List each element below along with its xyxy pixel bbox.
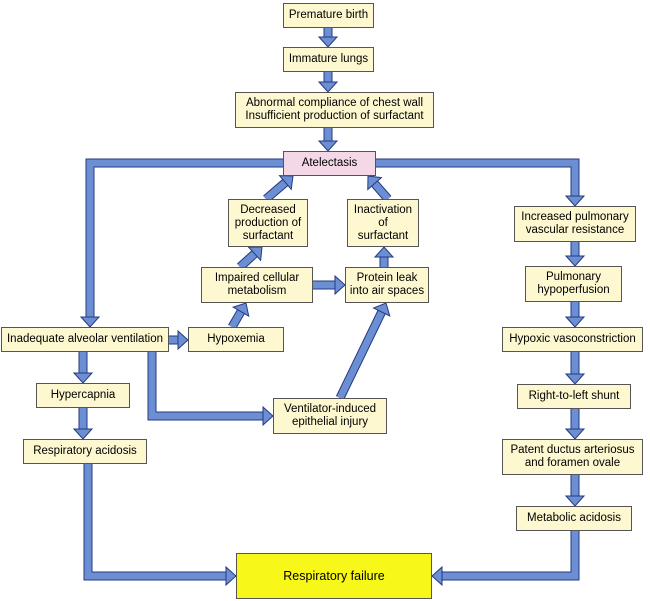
arrow-leak-to-inactivation: [373, 246, 395, 267]
arrow-atelectasis-to-inadequate: [79, 158, 283, 328]
arrow-hypercapnia-to-acidosis: [72, 408, 94, 440]
arrow-ventilation-to-hypoxemia: [169, 329, 189, 351]
node-protein-leak: Protein leak into air spaces: [345, 267, 429, 303]
node-inadequate-ventilation: Inadequate alveolar ventilation: [1, 327, 169, 352]
node-impaired-metabolism: Impaired cellular metabolism: [201, 267, 313, 303]
arrow-patent-to-metabolic: [564, 475, 586, 507]
node-metabolic-acidosis: Metabolic acidosis: [516, 506, 632, 531]
node-ventilator-injury: Ventilator-induced epithelial injury: [273, 398, 387, 434]
arrow-atelectasis-to-resistance: [376, 158, 586, 207]
node-pulmonary-hypoperfusion: Pulmonary hypoperfusion: [525, 266, 622, 302]
arrow-resistance-to-hypoperfusion: [564, 242, 586, 267]
arrow-decreased-to-atelectasis: [263, 175, 294, 203]
arrow-inactivation-to-atelectasis: [367, 175, 392, 202]
arrow-shunt-to-patent: [564, 409, 586, 440]
node-abnormal-compliance: Abnormal compliance of chest wall Insuff…: [235, 92, 434, 128]
arrow-acidosis-to-failure: [83, 464, 237, 587]
arrow-ventilation-to-hypercapnia: [72, 352, 94, 384]
node-right-to-left-shunt: Right-to-left shunt: [517, 384, 631, 409]
node-inactivation: Inactivation of surfactant: [347, 199, 419, 247]
node-hypercapnia: Hypercapnia: [36, 383, 130, 408]
node-respiratory-failure: Respiratory failure: [236, 553, 432, 599]
arrow-hypoperfusion-to-vasoconstriction: [564, 302, 586, 328]
node-increased-resistance: Increased pulmonary vascular resistance: [514, 206, 636, 242]
arrow-injury-to-leak: [335, 302, 391, 400]
arrow-hypoxemia-to-metabolism: [228, 302, 250, 330]
arrow-metabolic-to-failure: [431, 531, 580, 587]
arrow-metabolism-to-leak: [313, 274, 346, 296]
node-respiratory-acidosis: Respiratory acidosis: [23, 439, 147, 464]
arrow-ventilation-to-injury: [147, 352, 274, 427]
node-patent-ductus: Patent ductus arteriosus and foramen ova…: [502, 439, 643, 475]
arrow-abnormal-to-atelectasis: [317, 128, 339, 152]
node-decreased-production: Decreased production of surfactant: [228, 199, 308, 247]
arrow-metabolism-to-decreased: [236, 246, 263, 271]
node-immature-lungs: Immature lungs: [283, 47, 374, 72]
node-atelectasis: Atelectasis: [283, 151, 376, 176]
node-hypoxemia: Hypoxemia: [188, 327, 284, 352]
arrow-premature-to-immature: [317, 28, 339, 48]
node-premature-birth: Premature birth: [283, 3, 374, 28]
node-hypoxic-vasoconstriction: Hypoxic vasoconstriction: [502, 327, 643, 352]
arrow-vasoconstriction-to-shunt: [564, 352, 586, 385]
arrow-immature-to-abnormal: [317, 72, 339, 93]
